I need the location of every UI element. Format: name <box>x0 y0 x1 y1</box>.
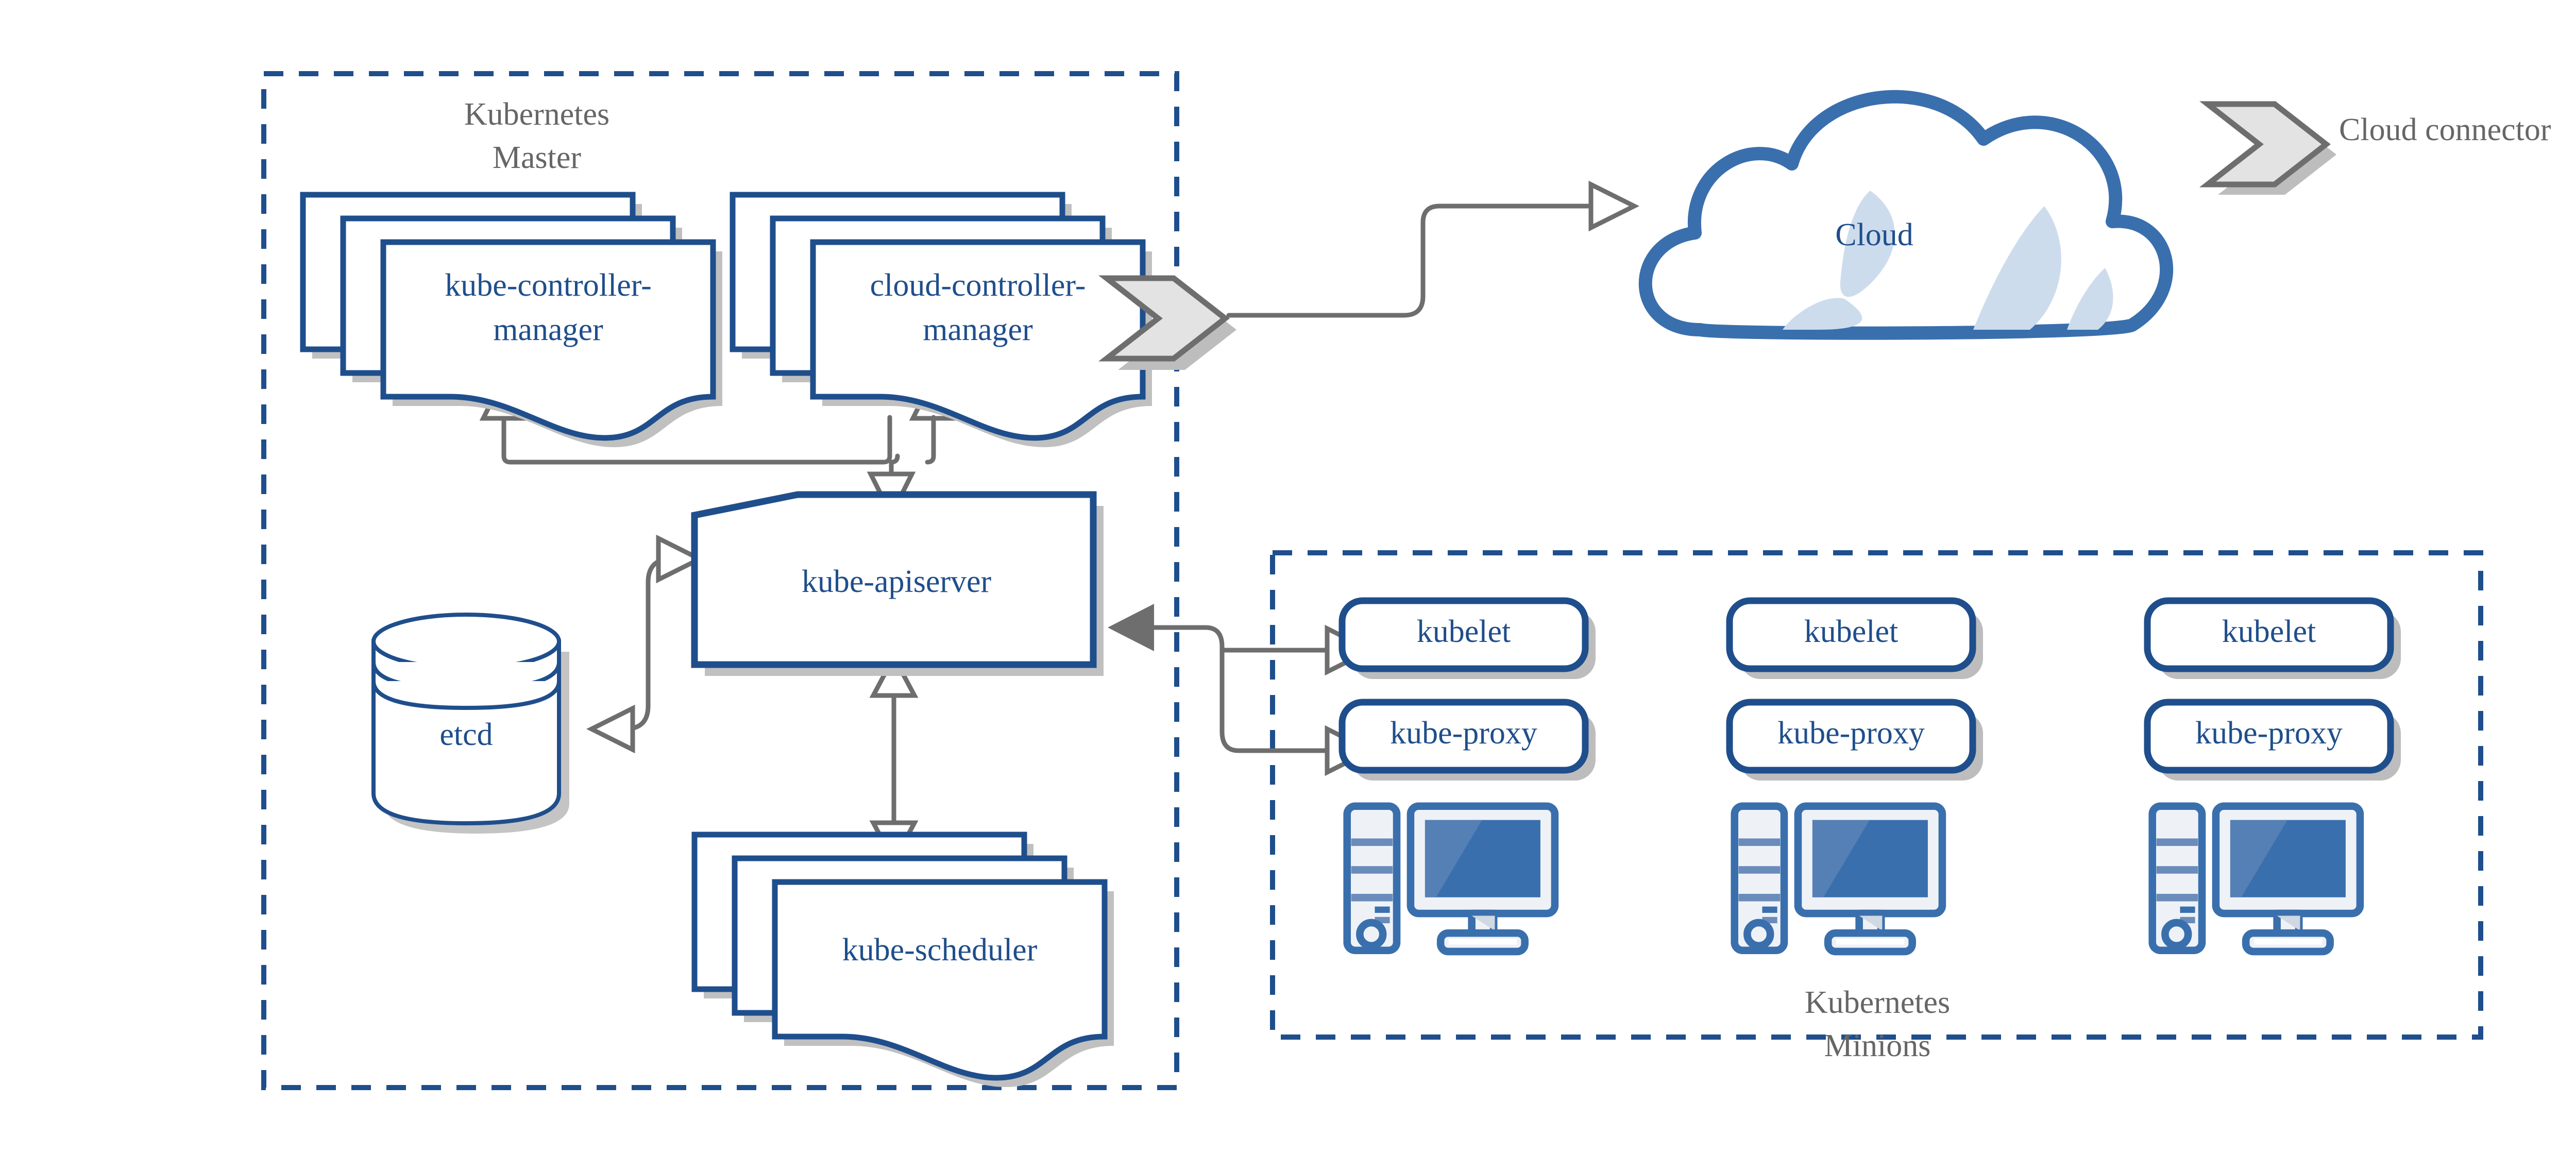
minion-node-3: kubelet kube-proxy <box>2144 597 2401 952</box>
desktop-computer-icon-1 <box>1347 806 1555 952</box>
kube-proxy-label-3: kube-proxy <box>2195 716 2343 751</box>
arrowhead-to-apiserver-from-nodes <box>1108 604 1154 651</box>
kube-apiserver-label: kube-apiserver <box>802 564 992 599</box>
kubernetes-minions-zone-border <box>1270 550 2483 1040</box>
arrowhead-to-cloud <box>1588 180 1640 232</box>
legend-cloud-connector-label: Cloud connector <box>2339 112 2551 147</box>
legend-cloud-connector: Cloud connector <box>2208 104 2551 195</box>
node-etcd[interactable]: etcd <box>371 613 569 834</box>
kube-proxy-box-3[interactable]: kube-proxy <box>2144 699 2401 781</box>
kubelet-label-1: kubelet <box>1417 614 1511 649</box>
master-zone-label-line1: Kubernetes <box>464 97 609 132</box>
minion-node-2: kubelet kube-proxy <box>1726 597 1983 952</box>
kubelet-box-2[interactable]: kubelet <box>1726 597 1983 679</box>
desktop-computer-icon-3 <box>2153 806 2360 952</box>
kubelet-label-3: kubelet <box>2222 614 2316 649</box>
arrowhead-up-apiserver <box>869 652 919 698</box>
kube-proxy-box-1[interactable]: kube-proxy <box>1338 699 1596 781</box>
kube-scheduler-label: kube-scheduler <box>842 932 1038 968</box>
connector-apiserver-to-etcd <box>586 534 705 754</box>
minions-zone-label-line2: Minions <box>1824 1028 1931 1063</box>
kube-proxy-box-2[interactable]: kube-proxy <box>1726 699 1983 781</box>
connector-apiserver-to-scheduler <box>869 652 919 867</box>
legend-cloud-connector-icon <box>2208 104 2336 195</box>
cloud-label: Cloud <box>1835 217 1913 252</box>
connector-apiserver-to-node-agents <box>1108 604 1376 776</box>
kubelet-box-1[interactable]: kubelet <box>1338 597 1596 679</box>
arrowhead-to-etcd <box>586 704 635 754</box>
node-cloud-controller-manager[interactable]: cloud-controller- manager <box>733 195 1152 447</box>
node-cloud[interactable]: Cloud <box>1638 90 2174 340</box>
kube-proxy-label-1: kube-proxy <box>1390 716 1537 751</box>
kube-proxy-label-2: kube-proxy <box>1777 716 1925 751</box>
etcd-label: etcd <box>439 717 493 752</box>
kubelet-label-2: kubelet <box>1804 614 1899 649</box>
node-kube-scheduler[interactable]: kube-scheduler <box>694 835 1114 1087</box>
cloud-controller-manager-label-line2: manager <box>923 312 1033 347</box>
connector-cloud-controller-to-cloud <box>1226 180 1640 318</box>
kubelet-box-3[interactable]: kubelet <box>2144 597 2401 679</box>
node-kube-apiserver[interactable]: kube-apiserver <box>691 491 1104 676</box>
minions-zone-label-line1: Kubernetes <box>1805 985 1950 1020</box>
kube-controller-manager-label-line1: kube-controller- <box>445 268 652 303</box>
arrowhead-to-apiserver <box>656 534 705 584</box>
minion-node-1: kubelet kube-proxy <box>1338 597 1596 952</box>
desktop-computer-icon-2 <box>1735 806 1942 952</box>
node-kube-controller-manager[interactable]: kube-controller- manager <box>303 195 722 447</box>
kubernetes-master-zone-border <box>261 71 1179 1090</box>
kube-controller-manager-label-line2: manager <box>493 312 603 347</box>
master-zone-label-line2: Master <box>493 140 582 175</box>
cloud-controller-manager-label-line1: cloud-controller- <box>870 268 1086 303</box>
